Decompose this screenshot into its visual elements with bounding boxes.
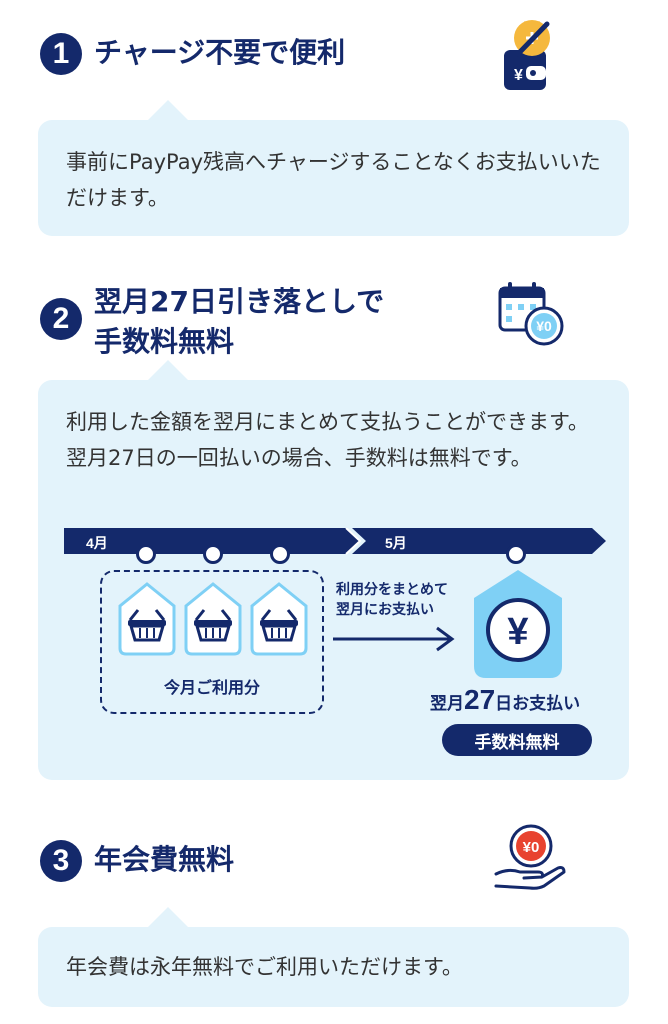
timeline-dot (136, 544, 156, 564)
section-1-description-box: 事前にPayPay残高へチャージすることなくお支払いいただけます。 (38, 100, 629, 236)
wallet-yen-symbol: ¥ (514, 67, 523, 84)
number-badge-3: 3 (40, 840, 82, 882)
section-2-title-line1: 翌月27日引き落としで (94, 285, 385, 318)
right-arrow-icon (333, 626, 455, 652)
section-3-title: 年会費無料 (94, 843, 235, 876)
section-3-description-box: 年会費は永年無料でご利用いただけます。 (38, 907, 629, 1007)
timeline-dot (203, 544, 223, 564)
speech-bubble-tip (148, 907, 188, 927)
section-2-title-line2: 手数料無料 (94, 325, 235, 358)
calendar-yen-zero-icon: ¥0 (498, 282, 564, 346)
wallet-no-charge-icon: ¥ (504, 20, 550, 90)
payday-suffix: 日お支払い (495, 694, 581, 714)
timeline-dot (270, 544, 290, 564)
arrow-caption: 利用分をまとめて 翌月にお支払い (336, 580, 448, 620)
section-3-header: 3 年会費無料 (40, 840, 234, 882)
section-2-header: 2 翌月27日引き落としで 手数料無料 (40, 282, 384, 362)
yen-payment-bag-icon: ¥ (474, 570, 562, 678)
timeline-month-may: 5月 (385, 535, 407, 551)
speech-bubble-tip (148, 100, 188, 120)
section-1-title: チャージ不要で便利 (94, 36, 346, 69)
basket-icon (250, 582, 308, 656)
section-3-description: 年会費は永年無料でご利用いただけます。 (66, 955, 463, 979)
section-1-header: 1 チャージ不要で便利 (40, 33, 345, 75)
section-2-description: 利用した金額を翌月にまとめて支払うことができます。翌月27日の一回払いの場合、手… (66, 410, 589, 470)
basket-icon (184, 582, 242, 656)
timeline-dot (506, 544, 526, 564)
hand-coin-label: ¥0 (523, 839, 540, 856)
section-1-description: 事前にPayPay残高へチャージすることなくお支払いいただけます。 (66, 150, 601, 210)
payday-day: 27 (464, 684, 496, 715)
monthly-usage-label: 今月ご利用分 (163, 678, 260, 697)
section-2-title: 翌月27日引き落としで 手数料無料 (94, 282, 384, 362)
arrow-caption-line2: 翌月にお支払い (336, 602, 434, 618)
hand-yen-zero-icon: ¥0 (494, 824, 566, 890)
number-badge-1: 1 (40, 33, 82, 75)
timeline-month-april: 4月 (86, 535, 108, 551)
number-badge-2: 2 (40, 298, 82, 340)
arrow-caption-line1: 利用分をまとめて (336, 582, 448, 598)
calendar-coin-label: ¥0 (536, 318, 552, 334)
yen-symbol: ¥ (507, 611, 528, 653)
fee-free-badge: 手数料無料 (442, 724, 592, 756)
payday-prefix: 翌月 (430, 694, 464, 714)
basket-icon (118, 582, 176, 656)
monthly-usage-box (100, 570, 324, 714)
speech-bubble-tip (148, 360, 188, 380)
payday-label: 翌月27日お支払い (430, 684, 580, 716)
